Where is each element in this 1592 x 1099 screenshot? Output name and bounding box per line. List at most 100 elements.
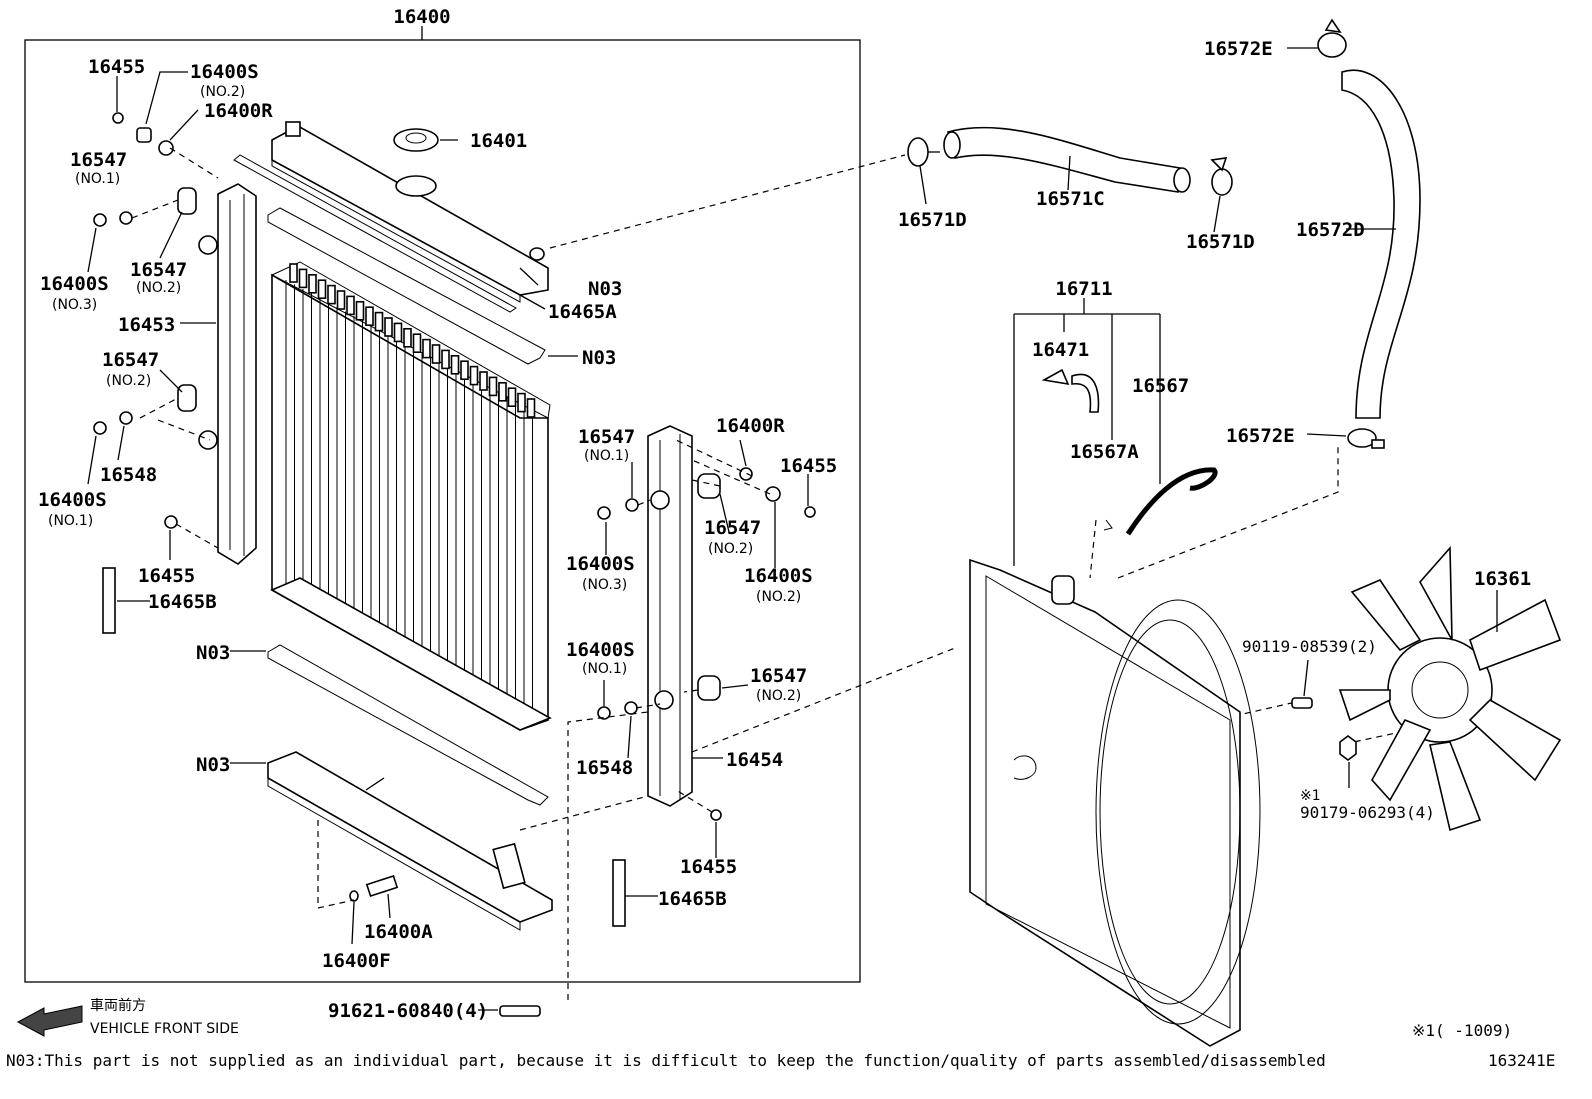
radiator-fin-tab	[298, 268, 308, 289]
callout-l16547-e: 16547	[704, 517, 761, 539]
callout-en: VEHICLE FRONT SIDE	[90, 1021, 239, 1037]
right-side-support	[647, 425, 693, 807]
fan-shroud	[969, 558, 1261, 1047]
callout-l16572d: 16572D	[1296, 219, 1365, 241]
callout-l16572e-a: 16572E	[1204, 38, 1273, 60]
radiator-inlet-hose	[943, 126, 1191, 193]
radiator-fin-tab	[488, 376, 498, 397]
radiator-fin-tab	[450, 354, 460, 375]
radiator-fin-tab	[317, 279, 327, 300]
callout-l16455-c: 16455	[780, 455, 837, 477]
radiator-fin-tab	[441, 349, 450, 370]
radiator-fin-tab	[289, 263, 298, 283]
callout-l16361: 16361	[1474, 568, 1531, 590]
lower-tank	[267, 751, 553, 931]
callout-l16455-b: 16455	[138, 565, 195, 587]
radiator-fin-tab	[517, 392, 526, 413]
callout-l16400s-low-sub: (NO.1)	[48, 513, 93, 529]
radiator-outlet-hose	[1341, 69, 1421, 419]
overflow-hose	[1041, 368, 1218, 536]
callout-l90179-mark: ※1	[1300, 788, 1321, 804]
radiator-assembly-box	[24, 39, 861, 983]
callout-ln03-a: N03	[588, 278, 622, 300]
radiator-fin-tab	[336, 290, 346, 310]
radiator-fin-tab	[460, 360, 469, 381]
radiator-fin-tab	[365, 306, 374, 327]
callout-l16547-d-sub: (NO.1)	[584, 448, 629, 464]
callout-l16401: 16401	[470, 130, 527, 152]
hose-clamp-16572e-top	[1317, 18, 1347, 58]
upper-tank	[271, 121, 549, 303]
callout-l16547-f: 16547	[750, 665, 807, 687]
callout-l16465a: 16465A	[548, 301, 617, 323]
callout-l16400: 16400	[393, 6, 450, 28]
radiator-fin-tab	[327, 284, 336, 305]
callout-l16571d-a: 16571D	[898, 209, 967, 231]
right-small-parts	[499, 467, 816, 1017]
callout-l90119: 90119-08539(2)	[1242, 637, 1377, 656]
callout-l16400s-mid-sub: (NO.3)	[52, 297, 97, 313]
external-assembly-lines	[549, 154, 1421, 753]
callout-ln03-d: N03	[196, 754, 230, 776]
callout-note: N03:This part is not supplied as an indi…	[6, 1051, 1326, 1070]
callout-ln03-b: N03	[582, 347, 616, 369]
callout-l16547-d: 16547	[578, 426, 635, 448]
callout-range: ※1( -1009)	[1412, 1021, 1512, 1040]
radiator-fin-tab	[355, 300, 365, 321]
callout-illustration-id: 163241E	[1488, 1051, 1555, 1070]
callout-l16547-b-sub: (NO.2)	[136, 280, 181, 296]
callout-l16465b-a: 16465B	[148, 591, 217, 613]
radiator-fin-tab	[393, 322, 403, 343]
callout-l16400s-top-sub: (NO.2)	[200, 84, 245, 100]
radiator-fin-tab	[374, 311, 384, 332]
leader-lines	[87, 71, 809, 1011]
callout-l16471: 16471	[1032, 339, 1089, 361]
radiator-fin-tab	[479, 371, 488, 391]
callout-l16547-a: 16547	[70, 149, 127, 171]
callout-l16400s-r1: 16400S	[566, 553, 635, 575]
callout-l16547-b: 16547	[130, 259, 187, 281]
fan-bolts	[1291, 697, 1357, 761]
hose-clamp-16571d-left	[907, 137, 940, 167]
callout-ln03-c: N03	[196, 642, 230, 664]
callout-l16548-b: 16548	[576, 757, 633, 779]
radiator-fin-tab	[346, 295, 355, 316]
upper-tank-seal	[233, 154, 517, 313]
callout-l16548-a: 16548	[100, 464, 157, 486]
radiator-fin-tab	[498, 381, 507, 402]
callout-l16547-f-sub: (NO.2)	[756, 688, 801, 704]
hose-clamp-16572e-bottom	[1347, 428, 1385, 449]
shroud-group-bracket	[1013, 298, 1161, 566]
vehicle-front-arrow-icon	[16, 1005, 83, 1037]
callout-l16454: 16454	[726, 749, 783, 771]
callout-l16455-d: 16455	[680, 856, 737, 878]
callout-l16400s-mid: 16400S	[40, 273, 109, 295]
cooling-fan	[1338, 545, 1562, 832]
radiator-fin-tab	[422, 338, 431, 359]
callout-l16400s-r2: 16400S	[744, 565, 813, 587]
upper-gasket	[267, 207, 546, 365]
lower-gasket	[267, 644, 549, 806]
callout-l16400s-r3: 16400S	[566, 639, 635, 661]
callout-l16711: 16711	[1055, 278, 1112, 300]
radiator-fin-tab	[384, 317, 393, 337]
callout-l16567: 16567	[1132, 375, 1189, 397]
drain-cock	[349, 874, 399, 902]
callout-l16455a: 16455	[88, 56, 145, 78]
callout-l16571d-b: 16571D	[1186, 231, 1255, 253]
callout-l16547-c: 16547	[102, 349, 159, 371]
callout-l16400a: 16400A	[364, 921, 433, 943]
radiator-fin-tab	[403, 327, 412, 348]
left-small-parts	[93, 112, 197, 634]
left-side-support	[198, 183, 257, 565]
assembly-lines	[131, 147, 771, 1000]
radiator-fin-tab	[469, 365, 479, 386]
callout-l16547-a-sub: (NO.1)	[75, 171, 120, 187]
radiator-fin-tab	[431, 344, 441, 364]
callout-l16400s-r2-sub: (NO.2)	[756, 589, 801, 605]
radiator-fin-tab	[308, 273, 317, 294]
callout-jp: 車両前方	[90, 997, 146, 1014]
callout-l16547-c-sub: (NO.2)	[106, 373, 151, 389]
radiator-core	[270, 261, 552, 731]
